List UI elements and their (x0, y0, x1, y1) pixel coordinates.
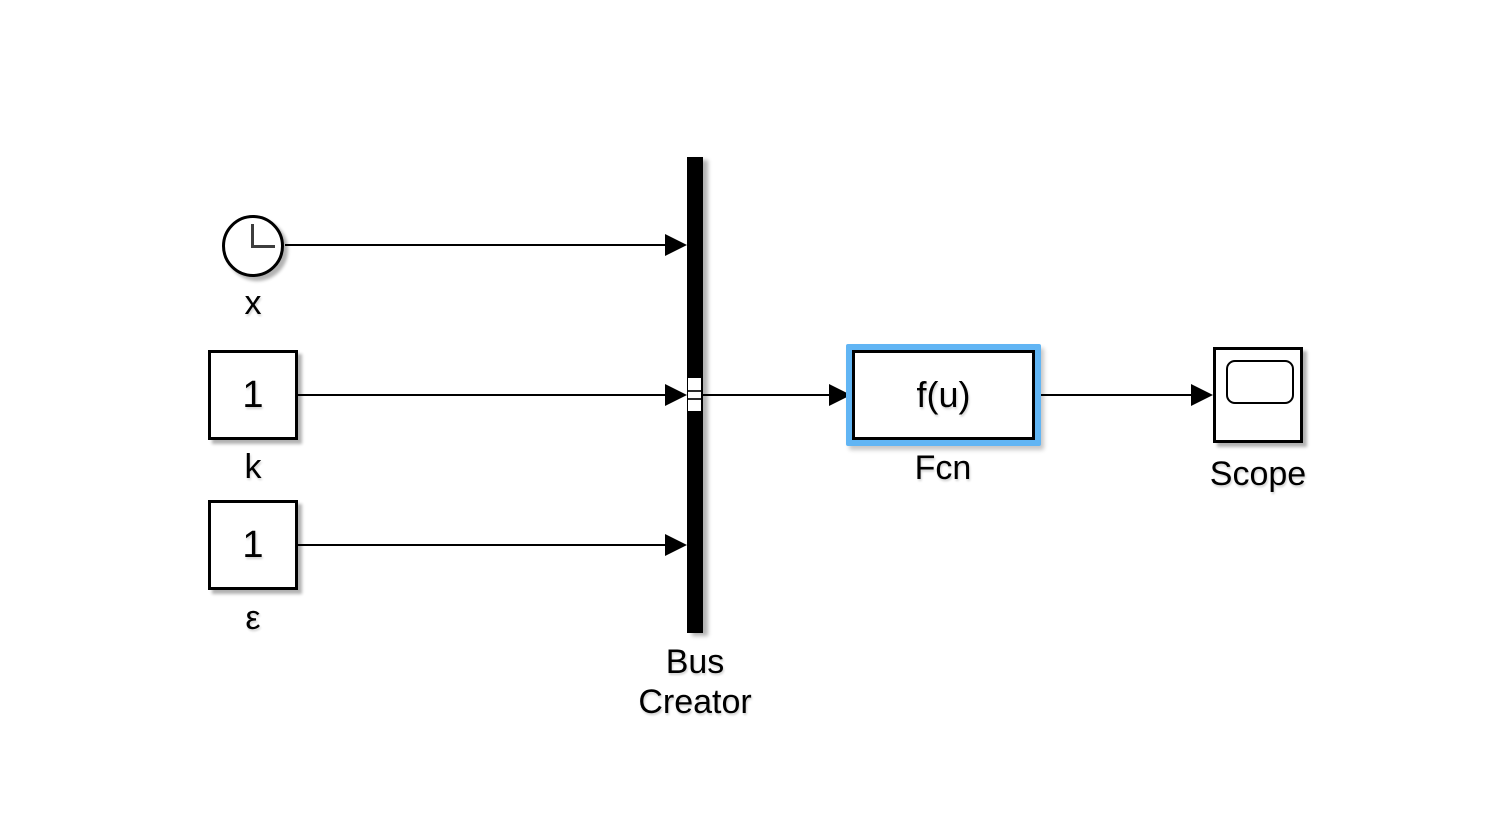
clock-block-label[interactable]: x (244, 284, 262, 322)
scope-screen-icon (1226, 360, 1294, 404)
bus-creator-label-line1: Bus (665, 643, 725, 681)
constant-epsilon-value: 1 (242, 523, 264, 566)
clock-block[interactable] (222, 215, 284, 277)
arrowhead-icon (829, 384, 851, 406)
arrowhead-icon (665, 384, 687, 406)
arrowhead-icon (1191, 384, 1213, 406)
fcn-block-selection-highlight: f(u) (846, 344, 1041, 446)
scope-block-label[interactable]: Scope (1209, 455, 1307, 493)
scope-block[interactable] (1213, 347, 1303, 443)
wire-k-to-bus[interactable] (298, 394, 667, 396)
wire-fcn-to-scope[interactable] (1041, 394, 1193, 396)
constant-k-block-label[interactable]: k (244, 448, 262, 486)
wire-clock-to-bus[interactable] (285, 244, 667, 246)
fcn-block-label[interactable]: Fcn (914, 449, 972, 487)
clock-icon (251, 245, 275, 248)
constant-k-value: 1 (242, 373, 264, 416)
wire-epsilon-to-bus[interactable] (298, 544, 667, 546)
constant-epsilon-block[interactable]: 1 (208, 500, 298, 590)
arrowhead-icon (665, 234, 687, 256)
bus-port-separator (688, 398, 701, 400)
bus-output-port-icon (688, 378, 701, 411)
constant-k-block[interactable]: 1 (208, 350, 298, 440)
bus-creator-block[interactable] (687, 157, 703, 633)
bus-creator-block-label[interactable]: Bus Creator (615, 642, 775, 722)
constant-epsilon-block-label[interactable]: ε (245, 599, 261, 637)
bus-creator-label-line2: Creator (638, 683, 752, 721)
bus-port-separator (688, 390, 701, 392)
fcn-block[interactable]: f(u) (852, 350, 1035, 440)
wire-bus-to-fcn[interactable] (703, 394, 831, 396)
clock-icon (251, 224, 254, 248)
arrowhead-icon (665, 534, 687, 556)
